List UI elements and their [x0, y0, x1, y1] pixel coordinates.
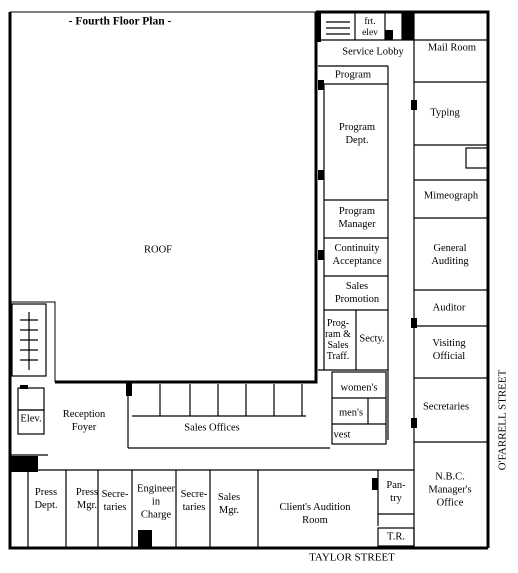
room-freight-elevator: frt. elev — [362, 17, 378, 38]
room-nbc-managers-office: N.B.C. Manager's Office — [428, 471, 472, 509]
room-tr: T.R. — [387, 531, 405, 543]
room-sales-promotion: Sales Promotion — [334, 281, 380, 305]
room-sales-manager: Sales Mgr. — [217, 492, 241, 516]
room-mens-restroom: men's — [338, 407, 364, 419]
room-clients-audition: Client's Audition Room — [279, 502, 351, 526]
room-secretaries-1: Secre- taries — [101, 489, 129, 513]
plan-title: - Fourth Floor Plan - — [68, 15, 172, 28]
room-program-sales-traffic: Prog- ram & Sales Traff. — [325, 318, 351, 362]
outer-walls — [8, 10, 490, 550]
room-program: Program — [334, 69, 372, 81]
room-secretaries-right: Secretaries — [422, 401, 470, 413]
room-reception-foyer: Reception Foyer — [62, 409, 106, 433]
street-taylor: TAYLOR STREET — [309, 551, 395, 564]
room-program-dept: Program Dept. — [338, 122, 376, 146]
roof-boundary — [10, 12, 318, 384]
room-secretaries-2: Secre- taries — [180, 489, 208, 513]
room-mail-room: Mail Room — [427, 42, 477, 54]
interior-walls — [10, 12, 489, 548]
room-womens-restroom: women's — [340, 382, 378, 394]
room-visiting-official: Visiting Official — [432, 338, 466, 362]
room-continuity-acceptance: Continuity Acceptance — [332, 243, 382, 267]
room-pantry: Pan- try — [386, 480, 406, 504]
room-vestibule: vest — [333, 429, 351, 441]
room-general-auditing: General Auditing — [431, 243, 469, 267]
street-ofarrell: O'FARRELL STREET — [496, 369, 509, 471]
room-roof: ROOF — [143, 244, 173, 256]
room-engineer-in-charge: Engineer in Charge — [137, 483, 175, 521]
room-service-lobby: Service Lobby — [342, 46, 404, 58]
room-mimeograph: Mimeograph — [423, 190, 479, 202]
room-elevator: Elev. — [20, 413, 42, 425]
room-auditor: Auditor — [432, 302, 466, 314]
heavy-walls — [10, 12, 417, 548]
room-sales-offices: Sales Offices — [184, 422, 240, 434]
room-press-dept: Press Dept. — [34, 487, 58, 511]
room-program-manager: Program Manager — [338, 206, 376, 230]
room-typing: Typing — [430, 107, 460, 119]
room-secretary: Secty. — [359, 333, 385, 345]
room-press-manager: Press Mgr. — [75, 487, 99, 511]
